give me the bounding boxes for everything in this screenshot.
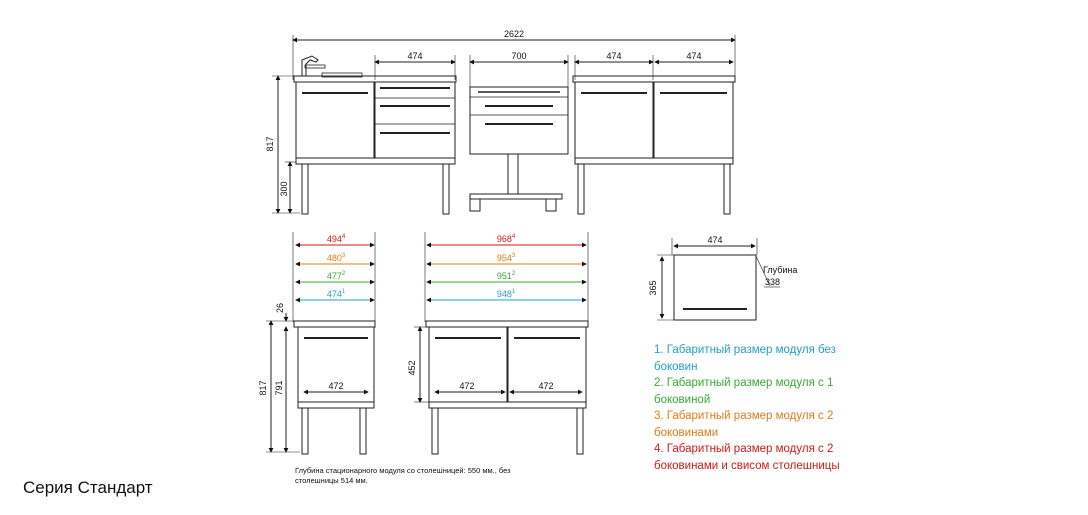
dim-inner-width-left: 472	[328, 381, 343, 391]
legend: 1. Габаритный размер модуля без боковин …	[654, 342, 844, 474]
side-right-width-labels: 9684 9543 9512 9481	[497, 234, 516, 299]
depth-note: Глубина стационарного модуля со столешни…	[295, 466, 511, 485]
side-left-width-labels: 4944 4803 4772 4741	[327, 234, 346, 299]
dim-width-3: 474	[606, 51, 621, 61]
width-label-4: 4944	[327, 234, 346, 244]
dim-width-2: 700	[511, 51, 526, 61]
wall-depth-label: Глубина	[763, 265, 797, 275]
side-view-left	[266, 232, 376, 455]
dim-inner-width-r2: 472	[538, 381, 553, 391]
legend-item-2: 2. Габаритный размер модуля с 1 боковино…	[654, 377, 834, 406]
legend-item-3: 3. Габаритный размер модуля с 2 боковина…	[654, 410, 834, 439]
width-label-2: 4772	[327, 271, 346, 281]
dim-height-total-side: 817	[258, 380, 268, 395]
wall-module-view	[657, 238, 780, 321]
legend-item-1: 1. Габаритный размер модуля без боковин	[654, 344, 836, 373]
width-label-3-right: 9543	[497, 253, 516, 263]
dim-leg-height: 300	[279, 181, 289, 196]
dim-top-offset: 26	[275, 303, 285, 313]
dim-height-total: 817	[265, 136, 275, 151]
dim-height-body: 791	[274, 380, 284, 395]
width-label-2-right: 9512	[497, 271, 516, 281]
dim-total-width: 2622	[504, 29, 524, 39]
front-view	[272, 35, 736, 215]
dim-door-height: 452	[407, 360, 417, 375]
width-label-1: 4741	[327, 289, 346, 299]
width-label-3: 4803	[327, 253, 346, 263]
width-label-4-right: 9684	[497, 234, 516, 244]
series-title: Серия Стандарт	[23, 478, 153, 497]
wall-width: 474	[707, 235, 722, 245]
faucet-icon	[301, 55, 319, 76]
wall-depth-value: 338	[765, 277, 780, 287]
legend-item-4: 4. Габаритный размер модуля с 2 боковина…	[654, 443, 840, 472]
wall-height: 365	[648, 280, 658, 295]
side-view-right	[414, 232, 589, 455]
dim-width-4: 474	[686, 51, 701, 61]
dim-width-1: 474	[407, 51, 422, 61]
dim-inner-width-r1: 472	[459, 381, 474, 391]
width-label-1-right: 9481	[497, 289, 516, 299]
